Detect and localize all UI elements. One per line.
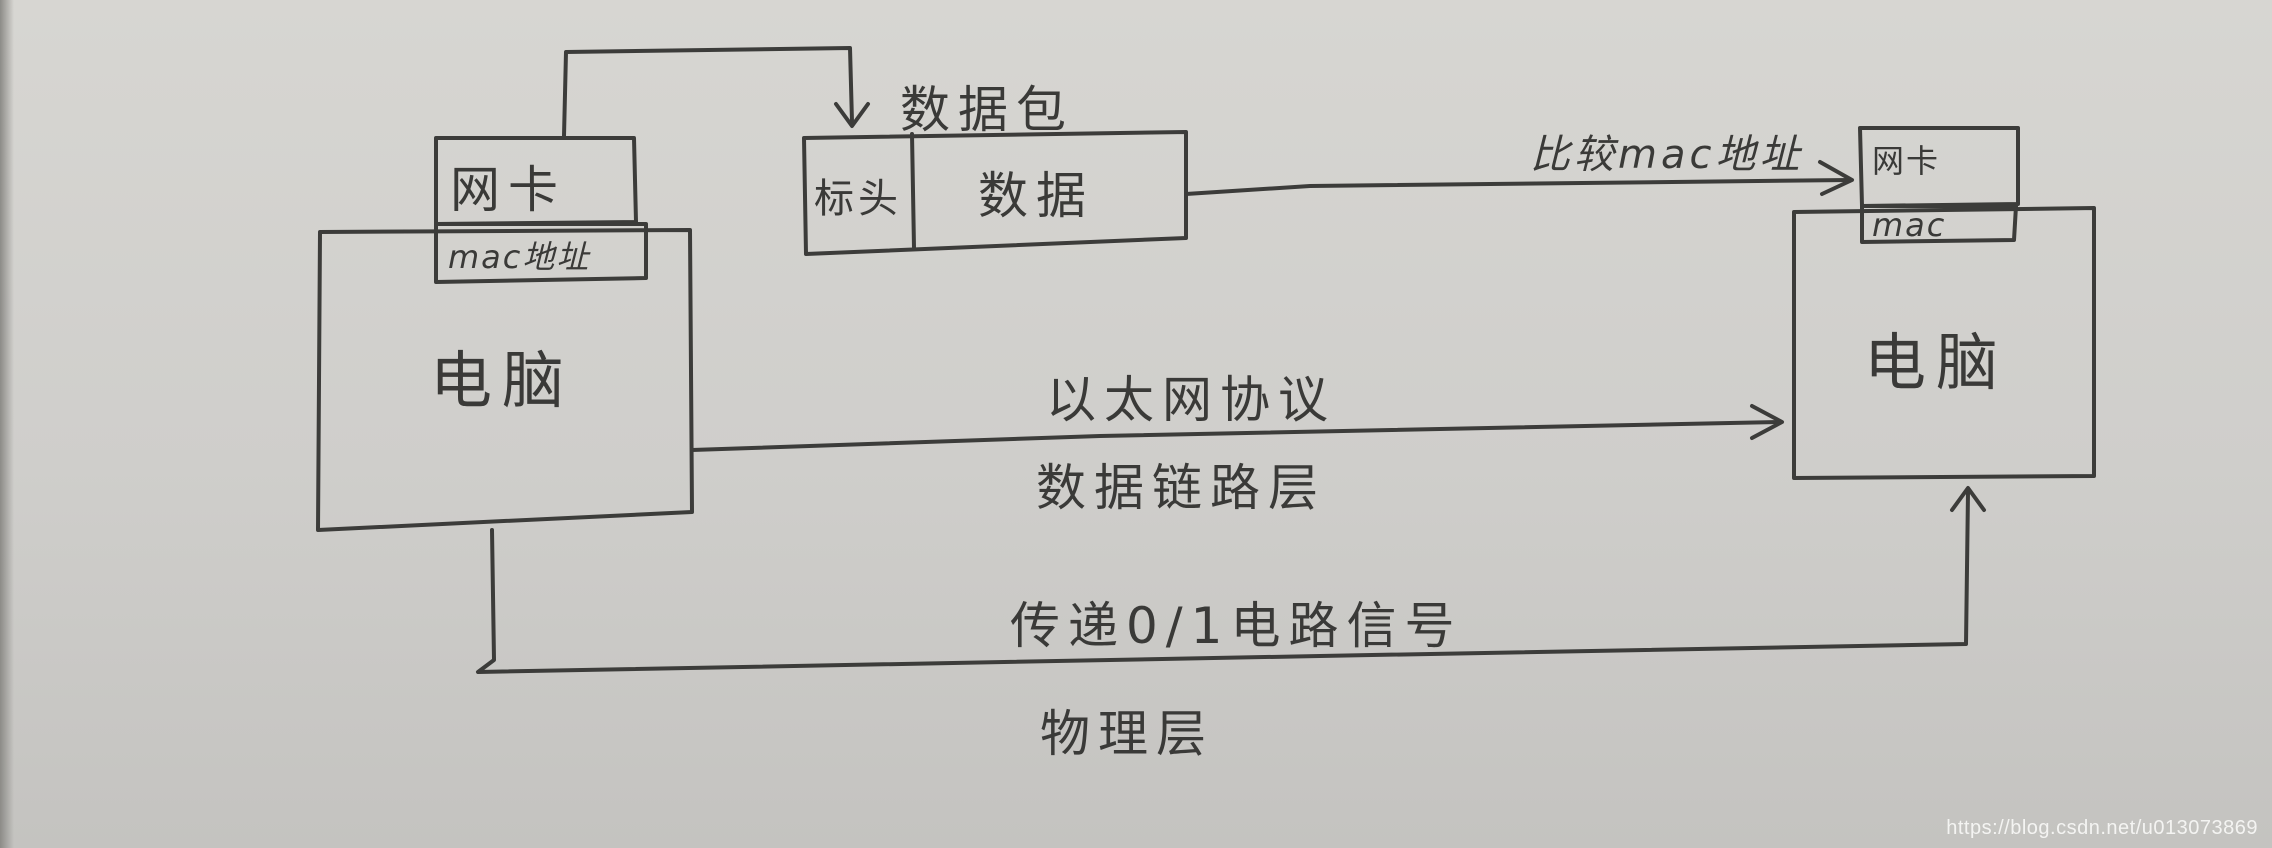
compare-mac-label: 比较mac地址: [1530, 132, 1804, 178]
left-computer-label: 电脑: [430, 344, 575, 417]
watermark: https://blog.csdn.net/u013073869: [1946, 817, 2258, 839]
physical-layer-label: 物理层: [1040, 705, 1214, 763]
physical-path: [476, 490, 1970, 674]
packet-divider: [910, 132, 916, 250]
packet-header-label: 标头: [814, 176, 902, 222]
right-mac-label: mac: [1872, 206, 1947, 244]
right-nic-box: [1858, 126, 2020, 208]
right-computer-box: [1792, 206, 2096, 480]
packet-arrow-head: [834, 102, 870, 128]
left-mac-box: [434, 222, 648, 284]
right-computer-label: 电脑: [1864, 326, 2009, 399]
packet-title: 数据包: [900, 81, 1074, 139]
right-nic-label: 网卡: [1872, 142, 1941, 180]
right-mac-box: [1860, 204, 2018, 244]
ethernet-arrow: [690, 420, 1782, 452]
ethernet-protocol-label: 以太网协议: [1046, 371, 1336, 429]
left-mac-label: mac地址: [448, 238, 591, 276]
physical-arrow-head: [1950, 486, 1986, 512]
compare-mac-arrow: [1184, 178, 1852, 196]
left-computer-box: [316, 228, 694, 532]
data-link-layer-label: 数据链路层: [1036, 459, 1326, 517]
compare-mac-arrow-head: [1818, 160, 1854, 196]
packet-data-label: 数据: [978, 167, 1094, 225]
ethernet-arrow-head: [1750, 404, 1784, 440]
left-nic-label: 网卡: [450, 161, 566, 219]
signal-label: 传递0/1电路信号: [1010, 597, 1463, 655]
packet-arrow: [562, 46, 854, 138]
packet-box: [802, 130, 1188, 256]
